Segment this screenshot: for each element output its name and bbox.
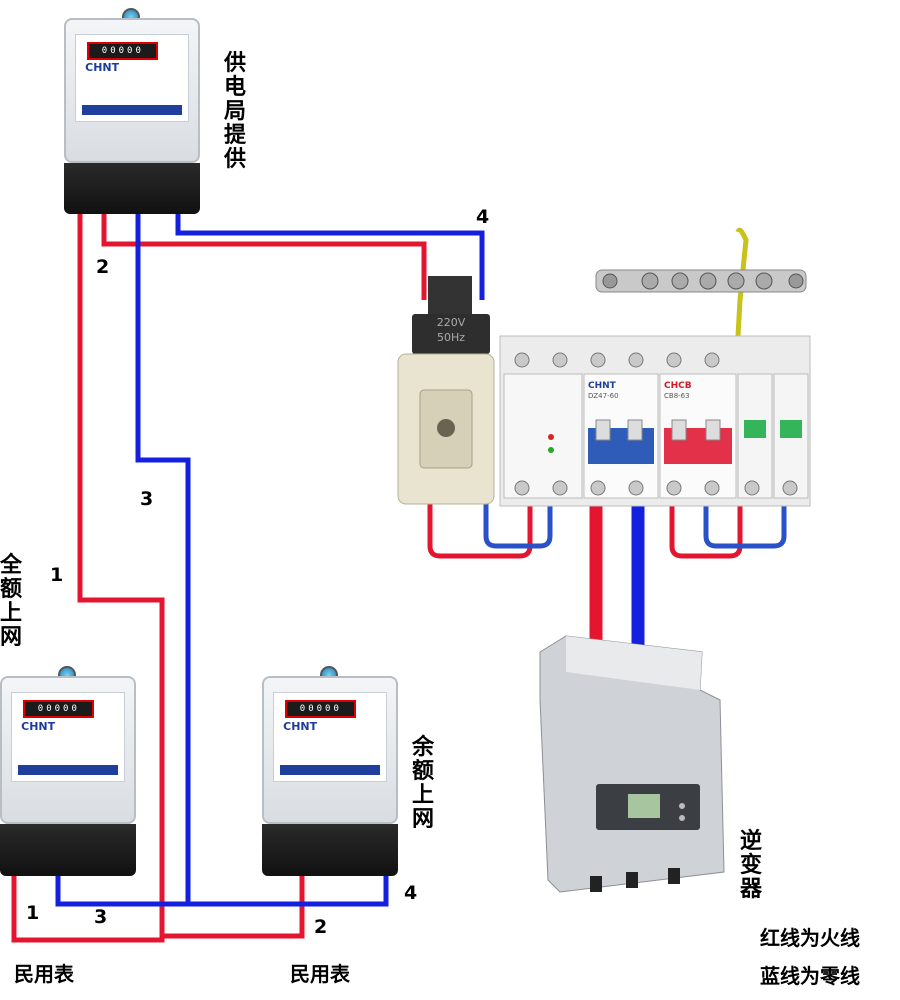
legend-blue-wire: 蓝线为零线	[760, 964, 860, 988]
household-meter-left: 00000 CHNT	[0, 666, 136, 876]
meter-plate	[17, 764, 119, 776]
meter-brand: CHNT	[85, 60, 120, 74]
wire-1-live	[11, 212, 165, 943]
wire-number-2-bottom: 2	[314, 916, 328, 938]
meter-body: 00000 CHNT	[64, 18, 200, 164]
wire-number-4-top: 4	[476, 206, 490, 228]
label-inverter: 逆变器	[740, 829, 763, 902]
meter-brand: CHNT	[21, 719, 56, 733]
wire-number-2-top: 2	[96, 256, 110, 278]
meter-counter: 00000	[23, 700, 95, 719]
meter-body: 00000 CHNT	[262, 676, 398, 824]
label-full-grid: 全额上网	[0, 553, 23, 650]
wire-3-neutral	[135, 212, 389, 907]
label-supply-meter: 供电局提供	[224, 51, 247, 172]
label-household-meter-left: 民用表	[14, 962, 74, 986]
meter-terminal-base	[262, 824, 398, 876]
wire-number-4-bottom: 4	[404, 882, 418, 904]
meter-counter: 00000	[87, 41, 159, 60]
meter-terminal-base	[0, 824, 136, 876]
loop-right-red	[669, 500, 743, 559]
wire-2-live-bottom	[162, 875, 305, 939]
supply-meter: 00000 CHNT	[64, 8, 200, 214]
wire-number-3-bottom: 3	[94, 906, 108, 928]
meter-brand: CHNT	[283, 719, 318, 733]
meter-face: 00000 CHNT	[11, 692, 125, 782]
wire-2-live	[101, 212, 427, 300]
legend-red-wire: 红线为火线	[760, 926, 860, 950]
label-household-meter-right: 民用表	[290, 962, 350, 986]
meter-body: 00000 CHNT	[0, 676, 136, 824]
loop-left-blue	[483, 500, 553, 549]
meter-face: 00000 CHNT	[75, 34, 189, 122]
wire-number-3-mid: 3	[140, 488, 154, 510]
wire-number-1-bottom: 1	[26, 902, 40, 924]
wire-3-neutral-left	[55, 870, 188, 907]
wire-4-neutral	[175, 212, 485, 300]
meter-plate	[279, 764, 381, 776]
ground-wire	[735, 227, 749, 337]
wire-number-1-left: 1	[50, 564, 64, 586]
loop-right-blue	[703, 500, 787, 549]
loop-left-red	[427, 500, 533, 559]
meter-terminal-base	[64, 163, 200, 214]
meter-counter: 00000	[285, 700, 357, 719]
label-surplus-grid: 余额上网	[412, 735, 435, 832]
meter-plate	[81, 105, 183, 116]
household-meter-right: 00000 CHNT	[262, 666, 398, 876]
meter-face: 00000 CHNT	[273, 692, 387, 782]
